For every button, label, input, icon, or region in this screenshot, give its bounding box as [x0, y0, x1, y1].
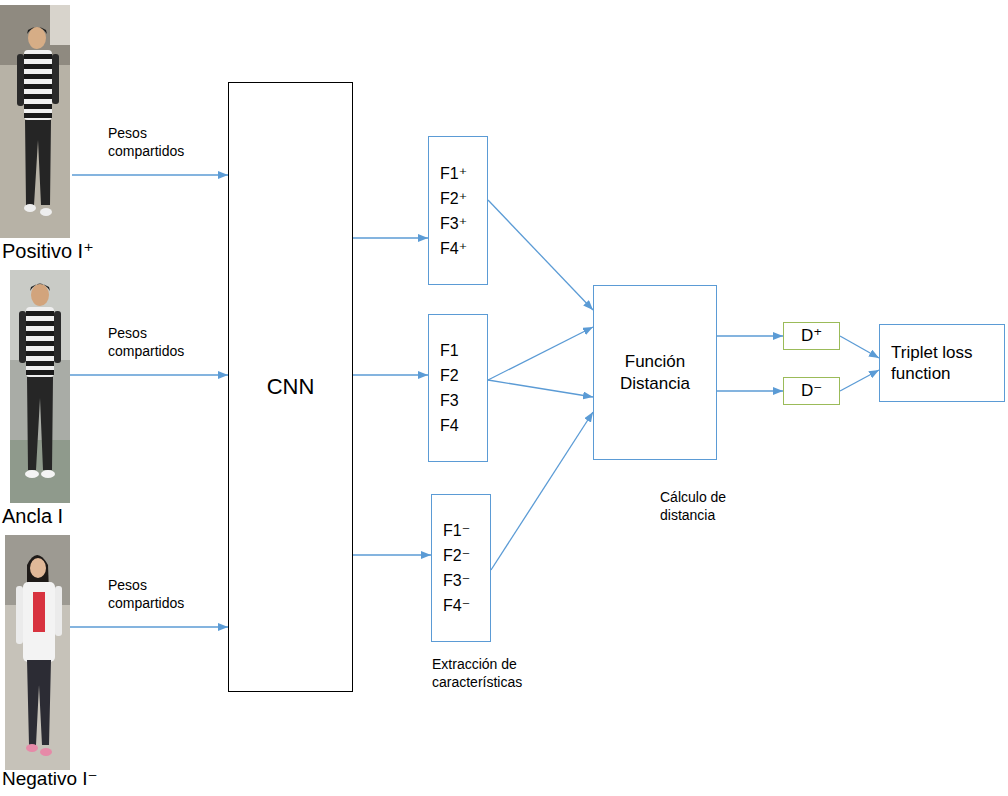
negative-image: Negativo I⁻: [5, 535, 70, 770]
arm: [54, 311, 61, 363]
sweater: [24, 50, 52, 120]
photo-ground: [0, 5, 70, 238]
hair: [27, 27, 47, 34]
arrow: [70, 626, 228, 627]
box-text: D⁻: [801, 380, 822, 401]
arm: [52, 54, 59, 104]
box-text: F4: [440, 413, 459, 438]
shoe: [40, 208, 52, 216]
arrow: [840, 370, 879, 391]
head: [30, 558, 46, 578]
arrow: [488, 380, 593, 397]
box-text: F2⁺: [440, 186, 467, 211]
shoe: [40, 748, 52, 756]
edge-label: Pesos compartidos: [108, 124, 208, 160]
feature-box: F1⁺F2⁺F3⁺F4⁺: [428, 136, 488, 285]
box-text: F4⁻: [443, 593, 470, 618]
stripes: [26, 311, 54, 375]
box-text: Triplet loss function: [891, 342, 996, 385]
box-text: F3⁻: [443, 568, 470, 593]
box-text: F2⁻: [443, 543, 470, 568]
arrow: [353, 374, 428, 375]
box-text: F3: [440, 388, 459, 413]
anchor-image: Ancla I: [10, 270, 70, 503]
arrow: [491, 412, 593, 570]
box-text: Función Distancia: [600, 351, 710, 394]
jacket: [23, 582, 55, 662]
feature-box: F1F2F3F4: [428, 314, 488, 462]
edge-label: Pesos compartidos: [108, 324, 208, 360]
negative-photo: [5, 535, 70, 770]
anchor-photo: [10, 270, 70, 503]
hair: [30, 284, 50, 292]
stage-label: Cálculo de distancia: [660, 488, 760, 524]
box-text: F1⁺: [440, 161, 467, 186]
arm: [55, 586, 62, 636]
arm: [16, 586, 23, 644]
arrow: [488, 200, 593, 310]
sweater: [26, 307, 54, 377]
distance-value-box: D⁺: [783, 322, 840, 350]
image-caption: Ancla I: [2, 505, 63, 527]
box-text: F3⁺: [440, 211, 467, 236]
distance-value-box: D⁻: [783, 377, 840, 405]
box-text: F4⁺: [440, 236, 467, 261]
person-photos: [0, 0, 80, 796]
shoe: [24, 204, 36, 212]
box-text: F1: [440, 338, 459, 363]
positive-image: Positivo I⁺: [0, 5, 72, 238]
box-text: D⁺: [801, 325, 822, 346]
positive-photo: [0, 5, 70, 238]
stage-label: Extracción de características: [432, 655, 562, 691]
arrow: [70, 374, 228, 375]
box-text: F1⁻: [443, 518, 470, 543]
head: [28, 27, 46, 49]
shoe: [26, 744, 38, 752]
image-caption: Positivo I⁺: [2, 240, 94, 262]
arm: [17, 54, 24, 106]
arrow: [717, 390, 783, 391]
arrow: [488, 327, 593, 380]
shirt: [33, 592, 45, 632]
arrow: [840, 336, 879, 358]
photo-background: [50, 5, 70, 45]
box-text: F2: [440, 363, 459, 388]
trousers: [27, 377, 53, 470]
box-text: CNN: [267, 373, 315, 401]
edge-label: Pesos compartidos: [108, 576, 208, 612]
photo-floor: [10, 440, 70, 503]
arrow: [717, 335, 783, 336]
leggings: [27, 660, 51, 745]
distance-box: Función Distancia: [593, 285, 717, 460]
shoe: [41, 470, 55, 478]
arrow: [72, 174, 228, 175]
stripes: [24, 54, 52, 118]
photo-ground: [10, 270, 70, 503]
shoe: [25, 470, 39, 478]
arm: [19, 311, 26, 363]
arrow: [353, 554, 431, 555]
photo-ground: [5, 535, 70, 770]
trousers: [25, 120, 51, 205]
head: [31, 284, 49, 306]
feature-box: F1⁻F2⁻F3⁻F4⁻: [431, 494, 491, 642]
photo-wall: [0, 5, 70, 65]
arrow: [353, 237, 428, 238]
image-caption: Negativo I⁻: [2, 769, 98, 790]
cnn-box: CNN: [228, 82, 353, 692]
loss-box: Triplet loss function: [879, 324, 1005, 402]
